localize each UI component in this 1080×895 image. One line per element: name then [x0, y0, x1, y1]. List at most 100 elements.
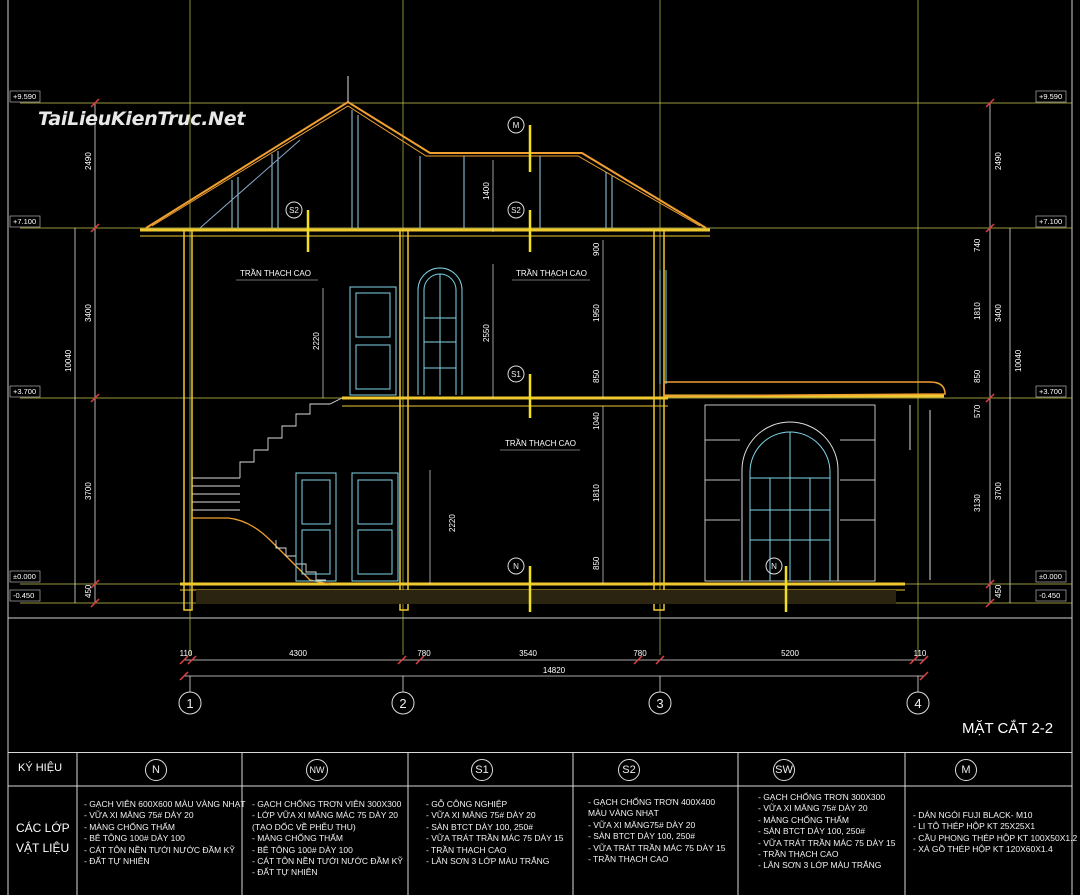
legend-column-M: - DÁN NGÓI FUJI BLACK- M10 - LI TÔ THÉP … [913, 810, 1077, 856]
symbol-N: N [145, 759, 167, 781]
bottom-dimensions [179, 655, 929, 681]
dim-label: 110 [914, 649, 927, 658]
doors-windows [295, 267, 931, 582]
legend-grid [7, 752, 1073, 895]
layer-item: - MÀNG CHỐNG THẤM [84, 821, 175, 832]
dim-label: 850 [973, 369, 982, 383]
dim-label: 10040 [1014, 349, 1023, 372]
dim-label: 900 [592, 242, 601, 256]
level-markers-left: +9.590 +7.100 +3.700 ±0.000 -0.450 [9, 90, 41, 602]
level-label: -0.450 [1039, 591, 1060, 600]
watermark-logo: TaiLieuKienTruc.Net [38, 108, 246, 130]
dim-label: 2490 [994, 152, 1003, 170]
vertical-dimensions [74, 98, 1011, 608]
dim-label: 3400 [994, 304, 1003, 322]
dim-label: 1810 [592, 484, 601, 502]
tag-M: M [507, 116, 532, 172]
layer-item: (TẠO DỐC VỀ PHỄU THU) [252, 821, 356, 832]
symbol-S2: S2 [618, 759, 640, 781]
svg-text:S2: S2 [511, 206, 521, 215]
level-label: +9.590 [1039, 92, 1062, 101]
axis-label: 2 [399, 696, 406, 711]
dim-label: 3700 [994, 482, 1003, 500]
level-label: +7.100 [13, 217, 36, 226]
layer-item: - GẠCH CHỐNG TRƠN 300X300 [758, 792, 886, 802]
level-label: +3.700 [13, 387, 36, 396]
layer-item: - DÁN NGÓI FUJI BLACK- M10 [913, 810, 1033, 820]
symbol-SW: SW [773, 759, 795, 781]
legend-symbol-header: KÝ HIỆU [18, 762, 63, 774]
layer-item: - VỮA XI MĂNG 75# DÀY 20 [758, 803, 868, 814]
dim-label: 450 [994, 584, 1003, 598]
tag-N-left: N [507, 557, 532, 612]
dim-label: 740 [973, 238, 982, 252]
axis-label: 3 [656, 696, 663, 711]
layer-item: - GẠCH VIÊN 600X600 MÀU VÀNG NHẠT [84, 799, 246, 809]
tag-S1: S1 [507, 365, 532, 418]
axis-label: 4 [914, 696, 921, 711]
layer-item: MÀU VÀNG NHẠT [588, 808, 659, 819]
layer-item: - CÁT TÔN NỀN TƯỚI NƯỚC ĐẦM KỸ [84, 844, 235, 855]
material-legend: KÝ HIỆU CÁC LỚP VẬT LIỆU N NW S1 S2 SW M… [0, 752, 1080, 895]
symbol-NW: NW [306, 759, 328, 781]
layer-item: - GẠCH CHỐNG TRƠN 400X400 [588, 797, 716, 807]
interior-dims [322, 160, 604, 584]
layer-item: - MÀNG CHỐNG THẤM [252, 833, 343, 844]
interior-dim-text: 1400 900 2220 2550 1950 850 1040 1810 22… [312, 182, 601, 570]
dim-text-left: 2490 3400 10040 3700 450 [64, 152, 93, 598]
dim-label: 3540 [519, 649, 537, 658]
svg-text:S1: S1 [511, 370, 521, 379]
layer-item: - GỖ CÔNG NGHIỆP [426, 799, 508, 809]
level-label: +7.100 [1039, 217, 1062, 226]
layer-item: - CẦU PHONG THÉP HỘP KT 100X50X1.2 [913, 832, 1078, 843]
level-markers-right: +9.590 +7.100 +3.700 ±0.000 -0.450 [1035, 90, 1067, 602]
layer-item: - TRẦN THẠCH CAO [588, 854, 669, 865]
layer-item: - SÀN BTCT DÀY 100, 250# [588, 831, 695, 842]
legend-column-SW: - GẠCH CHỐNG TRƠN 300X300 - VỮA XI MĂNG … [758, 792, 895, 872]
dim-label: 450 [84, 584, 93, 598]
layer-item: - XÀ GỒ THÉP HỘP KT 120X60X1.4 [913, 844, 1053, 855]
layer-item: - CÁT TÔN NỀN TƯỚI NƯỚC ĐẦM KỸ [252, 856, 403, 867]
dim-label: 4300 [289, 649, 307, 658]
dim-text-right: 2490 740 1810 3400 10040 850 570 3130 37… [973, 152, 1023, 598]
drawing-title: MẶT CẮT 2-2 [962, 719, 1053, 737]
dim-label: 780 [633, 649, 647, 658]
roof [140, 76, 710, 237]
dim-label: 850 [592, 556, 601, 570]
level-label: +3.700 [1039, 387, 1062, 396]
layer-item: - ĐẤT TỰ NHIÊN [84, 856, 150, 867]
layer-item: - VỮA XI MĂNG 75# DÀY 20 [84, 810, 194, 821]
layer-item: - LỚP VỮA XI MĂNG MÁC 75 DÀY 20 [252, 810, 399, 821]
legend-column-S2: - GẠCH CHỐNG TRƠN 400X400 MÀU VÀNG NHẠT … [588, 797, 725, 865]
dim-label: 1810 [973, 302, 982, 320]
layer-item: - SÀN BTCT DÀY 100, 250# [426, 821, 533, 832]
dim-label: 850 [592, 369, 601, 383]
level-label: ±0.000 [13, 572, 36, 581]
sheet-frame [7, 0, 1073, 752]
symbol-M: M [955, 759, 977, 781]
axis-label: 1 [186, 696, 193, 711]
layers-header-line: CÁC LỚP [16, 821, 70, 835]
dim-label: 2220 [312, 332, 321, 350]
dim-label: 1400 [482, 182, 491, 200]
dim-label: 2490 [84, 152, 93, 170]
svg-text:S2: S2 [289, 206, 299, 215]
svg-text:N: N [513, 562, 519, 571]
dim-label: 1950 [592, 304, 601, 322]
layer-item: - BÊ TÔNG 100# DÀY 100 [252, 844, 353, 855]
ceiling-label: TRẦN THẠCH CAO [240, 268, 311, 278]
legend-layers-header: CÁC LỚP VẬT LIỆU [16, 818, 70, 858]
layers-header-line: VẬT LIỆU [16, 841, 70, 855]
level-label: -0.450 [13, 591, 34, 600]
staircase [192, 397, 343, 585]
layer-item: - VỮA XI MĂNG 75# DÀY 20 [426, 810, 536, 821]
dim-label: 5200 [781, 649, 799, 658]
dim-label: 3400 [84, 304, 93, 322]
symbol-S1: S1 [471, 759, 493, 781]
legend-column-N: - GẠCH VIÊN 600X600 MÀU VÀNG NHẠT - VỮA … [84, 799, 246, 867]
tag-N-right: N [765, 557, 788, 612]
dim-label: 2550 [482, 324, 491, 342]
room-labels: TRẦN THẠCH CAO TRẦN THẠCH CAO TRẦN THẠCH… [236, 268, 590, 451]
dim-label: 2220 [448, 514, 457, 532]
roof-trusses [199, 110, 613, 229]
